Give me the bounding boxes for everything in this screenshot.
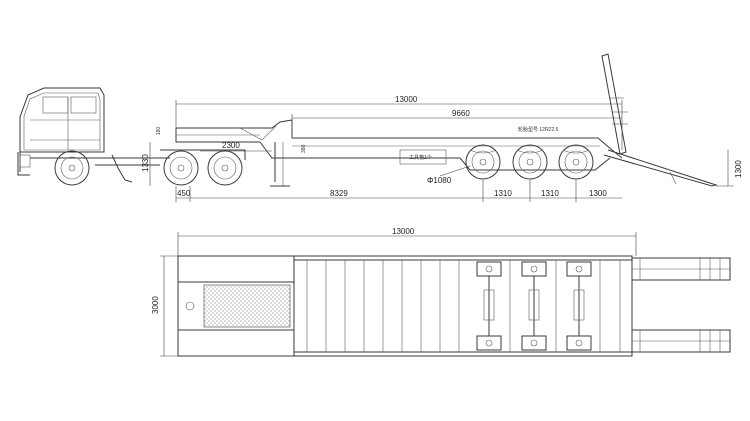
- trailer-body: [175, 53, 718, 187]
- dim-overall-length-top: 13000: [392, 227, 415, 236]
- dim-gooseneck-length: 2300: [222, 141, 240, 150]
- dim-hitch-height: 1330: [141, 154, 150, 172]
- ramps-top: [631, 257, 731, 353]
- dim-axle-spacing-1: 1310: [494, 189, 512, 198]
- dim-kingpin-to-axle: 8329: [330, 189, 348, 198]
- dim-deck-length: 9660: [452, 109, 470, 118]
- side-dimensions: 13000 9660 轮胎型号 12R22.5 2300 180 380 工具箱…: [141, 95, 743, 202]
- axle-assemblies: [476, 261, 592, 351]
- axle-note: 轮胎型号 12R22.5: [518, 126, 559, 133]
- dim-ramp-height: 1300: [734, 160, 743, 178]
- dim-front-overhang: 450: [177, 189, 191, 198]
- tool-box-note: 工具箱1个: [409, 154, 432, 161]
- dim-note-380: 380: [301, 144, 307, 153]
- dim-axle-spacing-2: 1310: [541, 189, 559, 198]
- dim-wheel-diameter: Φ1080: [427, 176, 452, 185]
- dim-rear-overhang: 1300: [589, 189, 607, 198]
- top-view: 13000 3000: [151, 227, 731, 357]
- tractor-truck: [17, 87, 246, 186]
- side-view: 13000 9660 轮胎型号 12R22.5 2300 180 380 工具箱…: [17, 53, 743, 202]
- cross-members: [306, 260, 621, 352]
- dim-note-180: 180: [156, 126, 162, 135]
- dim-overall-length-side: 13000: [395, 95, 418, 104]
- dim-overall-width: 3000: [151, 296, 160, 314]
